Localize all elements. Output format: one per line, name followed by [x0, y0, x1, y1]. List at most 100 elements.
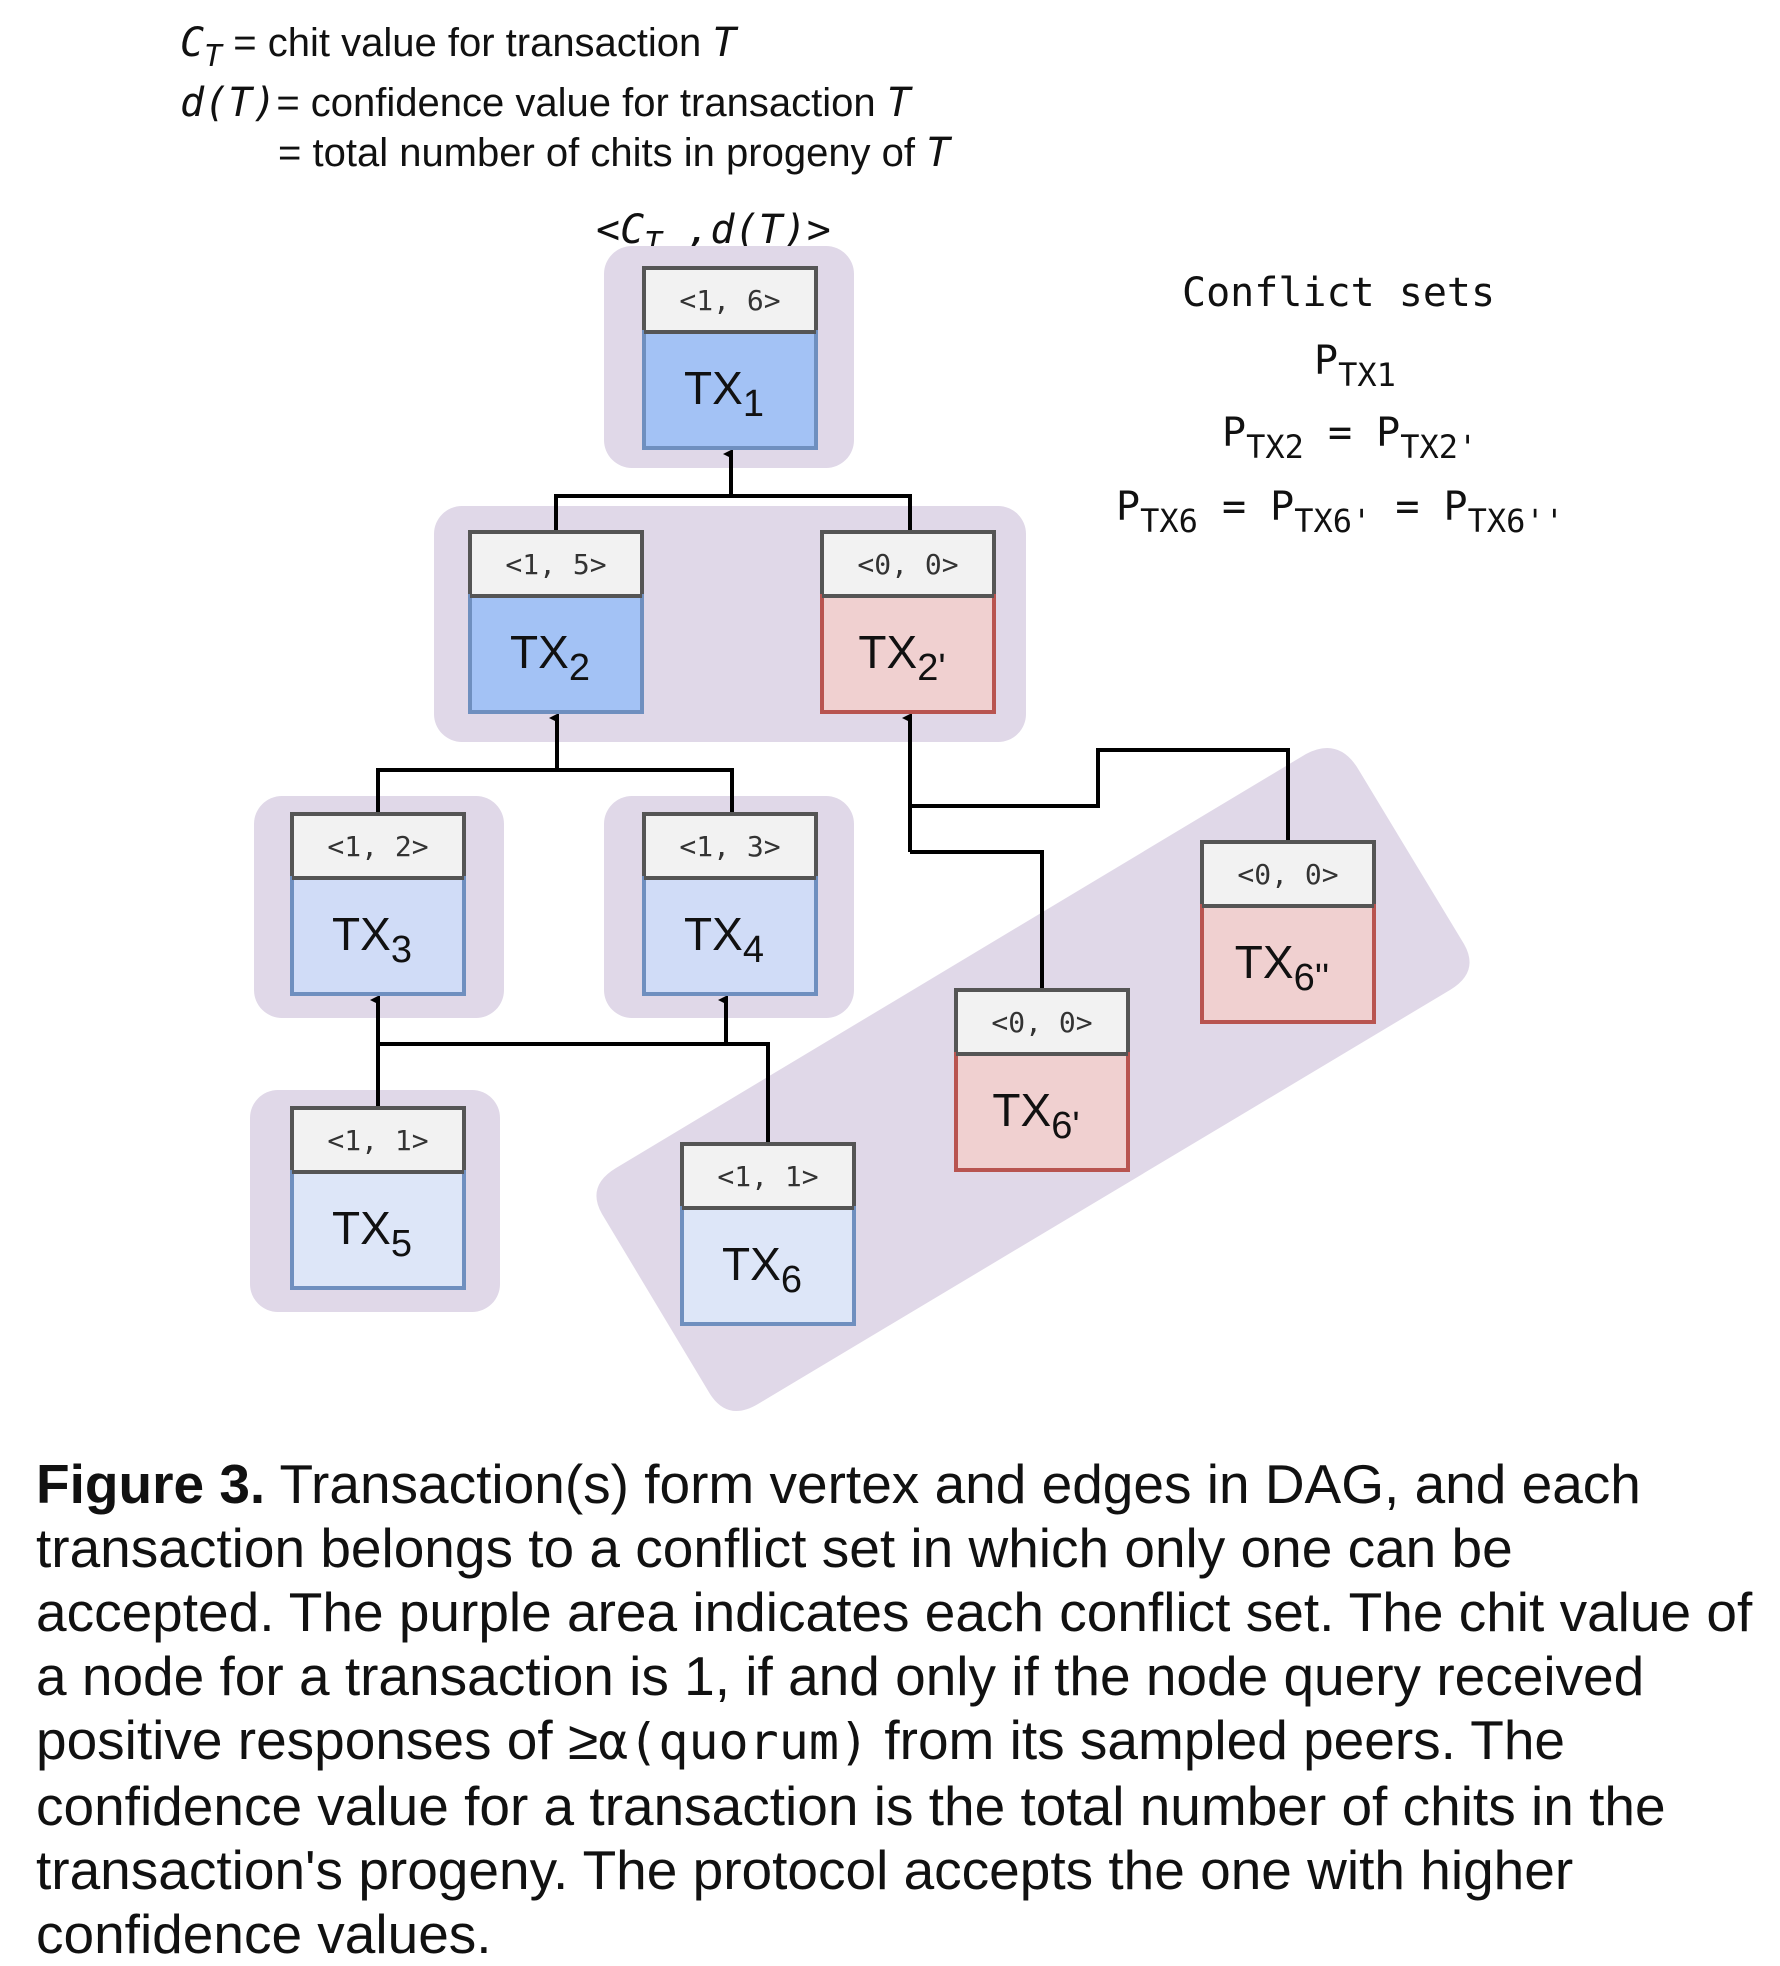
node-header [820, 530, 996, 598]
node-tx-subscript: 2' [917, 647, 945, 689]
legend-chit-text: = chit value for transaction [222, 21, 713, 65]
legend-chit-var: T [712, 20, 737, 66]
node-chit-label: <1, 5> [505, 548, 606, 581]
figure: CT = chit value for transaction T d(T)= … [36, 20, 1752, 1965]
node-chit-label: <1, 6> [679, 284, 780, 317]
node-tx-label: TX2' [858, 626, 945, 689]
node-body [642, 876, 818, 996]
dag-diagram: <1, 6>TX1<1, 5>TX2<0, 0>TX2'<1, 2>TX3<1,… [250, 246, 1470, 1412]
conflict-set-3-sub2: TX6' [1294, 502, 1372, 540]
node-tx1: <1, 6> TX1 [642, 266, 818, 450]
conflict-set-1: PTX1 [1314, 338, 1396, 394]
dag-edges [370, 449, 1290, 1144]
conflict-set-3-sub3: TX6'' [1467, 502, 1564, 540]
node-tx-text: TX [858, 626, 917, 678]
caption-label: Figure 3. [36, 1453, 266, 1515]
conflict-sets-title: Conflict sets [1182, 270, 1496, 316]
node-tx-label: TX2 [510, 626, 590, 689]
node-tx-label: TX6 [722, 1238, 802, 1301]
edge-tx5-to-tx3 [376, 1042, 770, 1144]
node-tx-text: TX [332, 1202, 391, 1254]
legend-progeny-var: T [926, 130, 951, 176]
node-header [468, 530, 644, 598]
node-tx-text: TX [684, 908, 743, 960]
conflict-set-3-p3: P [1443, 484, 1468, 530]
caption-text-1: Transaction(s) form vertex and edges in … [36, 1453, 1753, 1771]
node-chit-label: <1, 1> [327, 1124, 428, 1157]
node-header [954, 988, 1130, 1056]
node-body [290, 876, 466, 996]
legend-confidence-text: = confidence value for transaction [276, 81, 887, 125]
legend-chit-subscript: T [204, 39, 223, 74]
node-tx6p: <0, 0> TX6' [954, 988, 1130, 1172]
conflict-set-2-p2: P [1376, 410, 1401, 456]
legend-progeny-definition: = total number of chits in progeny of T [278, 130, 950, 176]
conflict-set-2-p1: P [1222, 410, 1247, 456]
node-tx-label: TX3 [332, 908, 412, 971]
node-tx2p: <0, 0> TX2' [820, 530, 996, 714]
node-tx-subscript: 6 [781, 1259, 802, 1301]
legend-chit-definition: CT = chit value for transaction T [180, 20, 737, 74]
node-tx-label: TX1 [684, 362, 764, 425]
node-tx3: <1, 2> TX3 [290, 812, 466, 996]
conflict-set-1-p: P [1314, 338, 1339, 384]
conflict-set-2-sub2: TX2' [1400, 428, 1478, 466]
node-tx4: <1, 3> TX4 [642, 812, 818, 996]
conflict-set-3-p1: P [1116, 484, 1141, 530]
node-tx-subscript: 4 [743, 929, 764, 971]
node-tx-text: TX [722, 1238, 781, 1290]
node-chit-label: <0, 0> [991, 1006, 1092, 1039]
conflict-set-2: PTX2 = PTX2' [1222, 410, 1477, 466]
node-tx-text: TX [332, 908, 391, 960]
node-tx-subscript: 3 [391, 929, 412, 971]
node-tx-label: TX6' [992, 1084, 1079, 1147]
node-chit-label: <0, 0> [1237, 858, 1338, 891]
node-body [954, 1052, 1130, 1172]
node-tx-label: TX6'' [1235, 936, 1329, 999]
node-header [680, 1142, 856, 1210]
node-tx-subscript: 2 [569, 647, 590, 689]
node-tx-text: TX [684, 362, 743, 414]
node-header [642, 266, 818, 334]
node-tx2: <1, 5> TX2 [468, 530, 644, 714]
node-tx-label: TX4 [684, 908, 764, 971]
edge-tx6p-to-tx2p [910, 850, 1044, 990]
node-body [1200, 904, 1376, 1024]
legend-confidence-var: T [886, 80, 911, 126]
legend-tuple-rest: ,d(T)> [662, 207, 831, 253]
figure-caption: Figure 3. Transaction(s) form vertex and… [36, 1452, 1756, 1966]
conflict-set-3-sub1: TX6 [1140, 502, 1198, 540]
node-tx5: <1, 1> TX5 [290, 1106, 466, 1290]
node-header [1200, 840, 1376, 908]
node-tx-subscript: 1 [743, 383, 764, 425]
node-body [468, 594, 644, 714]
node-tx6pp: <0, 0> TX6'' [1200, 840, 1376, 1024]
legend-tuple-open: <C [596, 207, 645, 253]
node-chit-label: <1, 2> [327, 830, 428, 863]
conflict-set-2-sub1: TX2 [1246, 428, 1304, 466]
node-tx-text: TX [510, 626, 569, 678]
conflict-set-3-p2: P [1270, 484, 1295, 530]
caption-alpha: α(quorum) [598, 1713, 870, 1771]
node-tx-text: TX [1235, 936, 1294, 988]
node-tx-subscript: 6' [1051, 1105, 1079, 1147]
legend-confidence-symbol: d(T) [180, 80, 277, 126]
legend-progeny-text: = total number of chits in progeny of [278, 131, 927, 175]
node-tx-text: TX [992, 1084, 1051, 1136]
conflict-set-3: PTX6 = PTX6' = PTX6'' [1116, 484, 1564, 540]
conflict-set-3-eq2: = [1371, 484, 1444, 530]
edge-tx6pp-to-tx2p [910, 748, 1290, 842]
node-tx-subscript: 5 [391, 1223, 412, 1265]
dag-nodes: <1, 6>TX1<1, 5>TX2<0, 0>TX2'<1, 2>TX3<1,… [290, 266, 1376, 1326]
node-tx-subscript: 6'' [1294, 957, 1330, 999]
node-header [290, 1106, 466, 1174]
node-chit-label: <0, 0> [857, 548, 958, 581]
legend-chit-symbol: C [180, 20, 205, 66]
node-tx6: <1, 1> TX6 [680, 1142, 856, 1326]
node-tx-label: TX5 [332, 1202, 412, 1265]
node-chit-label: <1, 3> [679, 830, 780, 863]
node-chit-label: <1, 1> [717, 1160, 818, 1193]
conflict-set-2-eq: = [1303, 410, 1377, 456]
conflict-set-1-sub: TX1 [1338, 356, 1396, 394]
legend-confidence-definition: d(T)= confidence value for transaction T [180, 80, 911, 126]
